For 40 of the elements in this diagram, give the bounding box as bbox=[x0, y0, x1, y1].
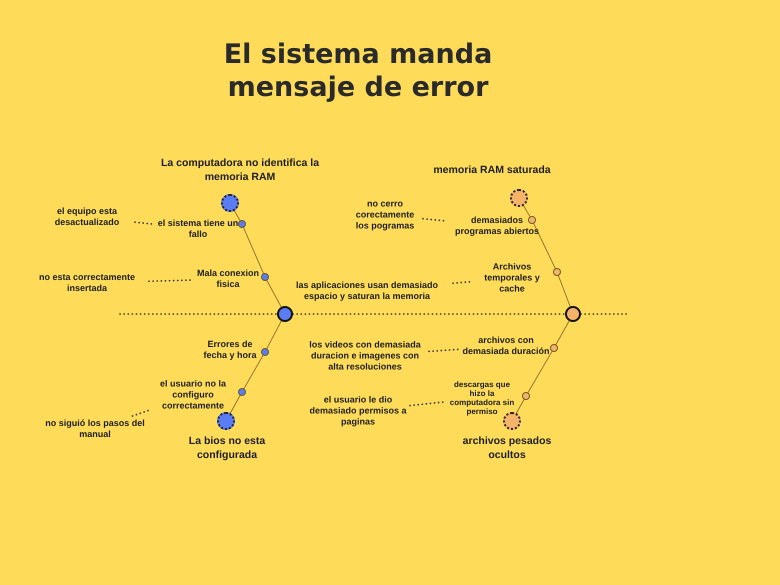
branch-line bbox=[230, 395, 241, 414]
branch-line bbox=[266, 280, 282, 308]
dotted-line bbox=[132, 409, 150, 417]
branch-line bbox=[533, 223, 556, 269]
branch-line bbox=[523, 205, 530, 217]
branch-line bbox=[516, 399, 524, 414]
dotted-line bbox=[422, 218, 446, 222]
cause-text: Errores de fecha y hora bbox=[199, 339, 261, 361]
branch-line bbox=[266, 320, 282, 349]
dotted-line bbox=[148, 279, 194, 282]
dotted-line bbox=[134, 221, 155, 226]
cause-text: demasiados programas abiertos bbox=[447, 215, 547, 237]
cause-text: el usuario le dio demasiado permisos a paginas bbox=[308, 394, 408, 428]
dotted-line bbox=[409, 401, 445, 406]
cause-text: no siguió los pasos del manual bbox=[39, 418, 151, 440]
cause-text: no cerro corectamente los pogramas bbox=[349, 198, 421, 232]
branch-line bbox=[234, 210, 240, 221]
branch-heading: archivos pesados ocultos bbox=[462, 434, 552, 462]
branch-heading: La computadora no identifica la memoria RAM bbox=[160, 156, 320, 184]
cause-text: las aplicaciones usan demasiado espacio y saturan la memoria bbox=[283, 280, 451, 302]
branch-line bbox=[528, 351, 552, 393]
dotted-line bbox=[452, 280, 472, 284]
dotted-line bbox=[119, 313, 278, 315]
branch-line bbox=[558, 275, 571, 307]
cause-text: Mala conexion fisica bbox=[195, 268, 261, 290]
branch-line bbox=[244, 355, 264, 389]
branch-heading: memoria RAM saturada bbox=[432, 163, 552, 177]
cause-text: el sistema tiene un fallo bbox=[156, 218, 240, 240]
branch-heading: La bios no esta configurada bbox=[188, 434, 266, 462]
cause-text: los videos con demasiada duracion e imagenes con alta resoluciones bbox=[303, 340, 427, 372]
cause-text: Archivos temporales y cache bbox=[473, 262, 551, 294]
cause-text: no esta correctamente insertada bbox=[27, 272, 147, 294]
title: El sistema manda mensaje de error bbox=[222, 38, 494, 104]
branch-line bbox=[243, 227, 264, 274]
cause-text: archivos con demasiada duración bbox=[460, 335, 552, 357]
dotted-line bbox=[428, 348, 459, 352]
cause-text: descargas que hizo la computadora sin permiso bbox=[446, 380, 518, 416]
cause-text: el equipo esta desactualizado bbox=[41, 206, 133, 228]
branch-line bbox=[556, 320, 570, 345]
cause-text: el usuario no la configuro correctamente bbox=[151, 378, 235, 412]
